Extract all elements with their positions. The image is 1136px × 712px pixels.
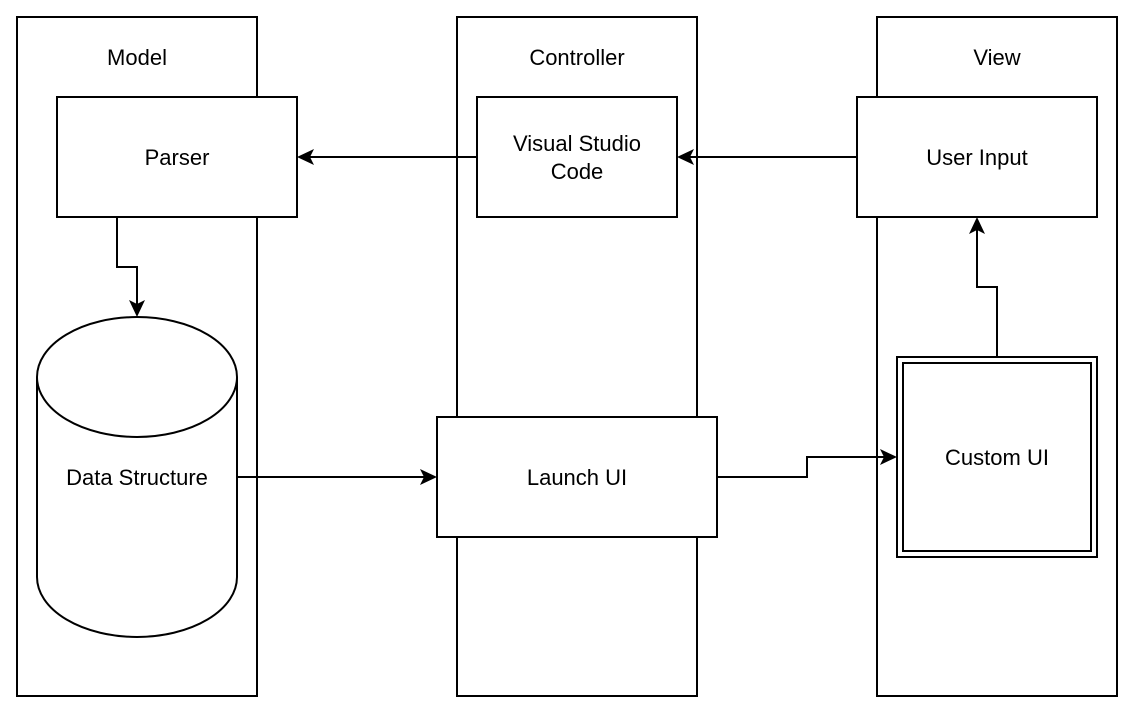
edge-vscode-to-parser — [297, 149, 477, 165]
edge-launchui-to-customui — [717, 449, 897, 478]
arrowhead — [297, 149, 314, 165]
node-data-structure-label: Data Structure — [66, 465, 208, 490]
lane-view-title: View — [973, 45, 1020, 70]
node-vscode-label-line1: Visual Studio — [513, 131, 641, 156]
arrowhead — [677, 149, 694, 165]
arrowhead — [129, 300, 145, 317]
node-custom-ui-label: Custom UI — [945, 445, 1049, 470]
node-data-structure[interactable]: Data Structure — [36, 316, 238, 638]
node-launch-ui-label: Launch UI — [527, 465, 627, 490]
node-vscode-label-line2: Code — [551, 159, 604, 184]
edge-datastructure-to-launchui — [237, 469, 437, 485]
node-visual-studio-code[interactable]: Visual Studio Code — [476, 96, 678, 218]
edge-parser-to-datastructure — [116, 217, 145, 317]
arrowhead — [880, 449, 897, 465]
node-parser[interactable]: Parser — [56, 96, 298, 218]
node-custom-ui[interactable]: Custom UI — [896, 356, 1098, 558]
arrowhead — [420, 469, 437, 485]
node-launch-ui[interactable]: Launch UI — [436, 416, 718, 538]
edge-customui-to-userinput — [969, 217, 998, 357]
node-user-input-label: User Input — [926, 145, 1028, 170]
lane-model-title: Model — [107, 45, 167, 70]
node-parser-label: Parser — [145, 145, 210, 170]
arrowhead — [969, 217, 985, 234]
lane-controller-title: Controller — [529, 45, 624, 70]
node-user-input[interactable]: User Input — [856, 96, 1098, 218]
edge-userinput-to-vscode — [677, 149, 857, 165]
